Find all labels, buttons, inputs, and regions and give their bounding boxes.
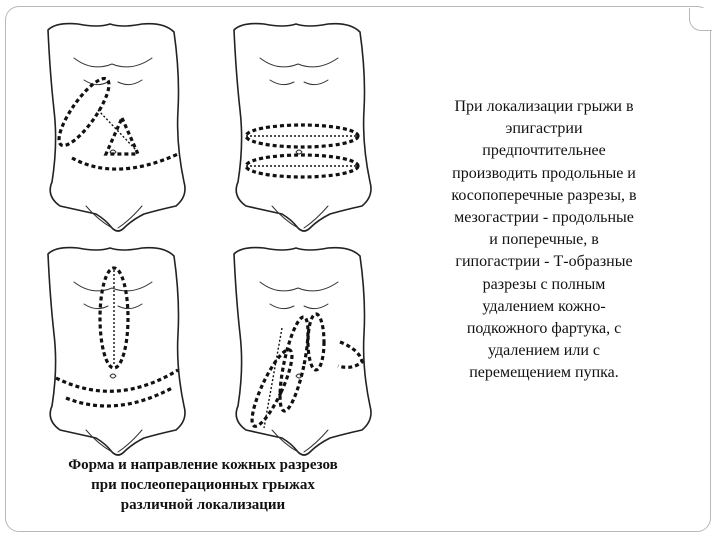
caption-line: Форма и направление кожных разрезов (68, 457, 338, 473)
panel-lateral (233, 246, 372, 456)
text-line: мезогастрии - продольные (454, 209, 634, 227)
slide-frame (5, 6, 711, 532)
text-line: подкожного фартука, с (466, 320, 622, 338)
text-line: производить продольные и (452, 164, 636, 182)
torso-illustration (22, 14, 394, 458)
text-line: предпочтительнее (482, 142, 606, 160)
panel-mesogastric (233, 22, 372, 232)
text-line: гипогастрии - Т-образные (455, 253, 633, 271)
text-line: косопоперечные разрезы, в (451, 186, 637, 204)
text-line: удалением кожно- (482, 297, 606, 315)
text-line: При локализации грыжи в (454, 98, 634, 115)
text-line: разрезы с полным (482, 275, 606, 293)
text-line: эпигастрии (505, 120, 583, 138)
panel-hypogastric (47, 246, 186, 456)
figure-caption: Форма и направление кожных разрезов при … (30, 455, 376, 515)
caption-line: при послеоперационных грыжах (91, 477, 315, 493)
panel-epigastric (47, 22, 186, 232)
text-line: и поперечные, в (489, 231, 599, 249)
text-line: удалением или с (487, 342, 601, 360)
caption-line: различной локализации (120, 497, 286, 513)
text-line: перемещением пупка. (469, 364, 619, 382)
description-text: При локализации грыжи в эпигастрии предп… (418, 96, 670, 385)
page-curl-decoration (689, 8, 712, 31)
